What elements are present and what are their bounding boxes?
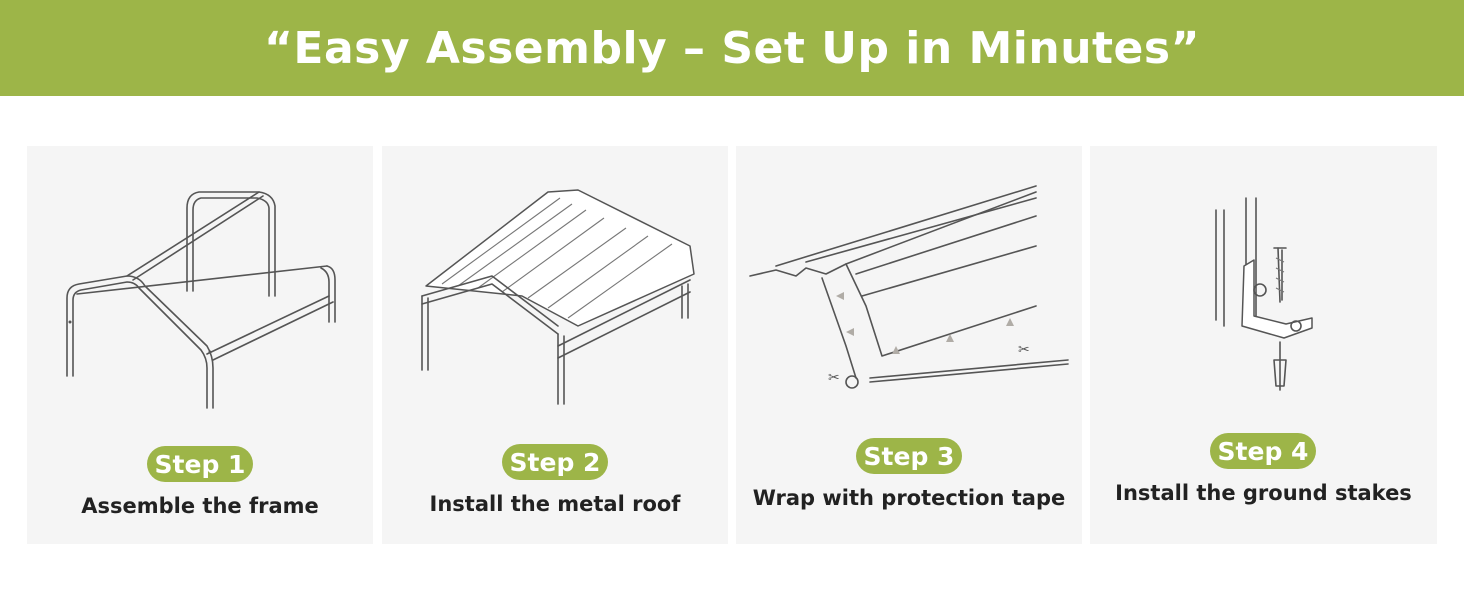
frame-illustration [66, 191, 336, 409]
page-title: “Easy Assembly – Set Up in Minutes” [263, 22, 1201, 74]
svg-text:✂: ✂ [1018, 342, 1030, 358]
step-card-3: ✂ ✂ Step 3 Wrap with protection tape [736, 146, 1082, 544]
step-card-4: Step 4 Install the ground stakes [1090, 146, 1437, 544]
step-caption-1: Assemble the frame [81, 494, 319, 518]
step-caption-4: Install the ground stakes [1115, 481, 1412, 505]
step-caption-2: Install the metal roof [429, 492, 681, 516]
step-badge-4: Step 4 [1210, 433, 1316, 469]
step-card-2: Step 2 Install the metal roof [382, 146, 728, 544]
step-badge-1: Step 1 [147, 446, 253, 482]
tape-illustration: ✂ ✂ [749, 185, 1069, 389]
step-caption-3: Wrap with protection tape [752, 486, 1066, 510]
svg-text:✂: ✂ [828, 370, 840, 386]
step-badge-3: Step 3 [856, 438, 962, 474]
stake-illustration [1215, 197, 1313, 391]
step-badge-2: Step 2 [502, 444, 608, 480]
step-card-1: Step 1 Assemble the frame [27, 146, 373, 544]
header-banner: “Easy Assembly – Set Up in Minutes” [0, 0, 1464, 96]
roof-illustration [421, 189, 695, 405]
